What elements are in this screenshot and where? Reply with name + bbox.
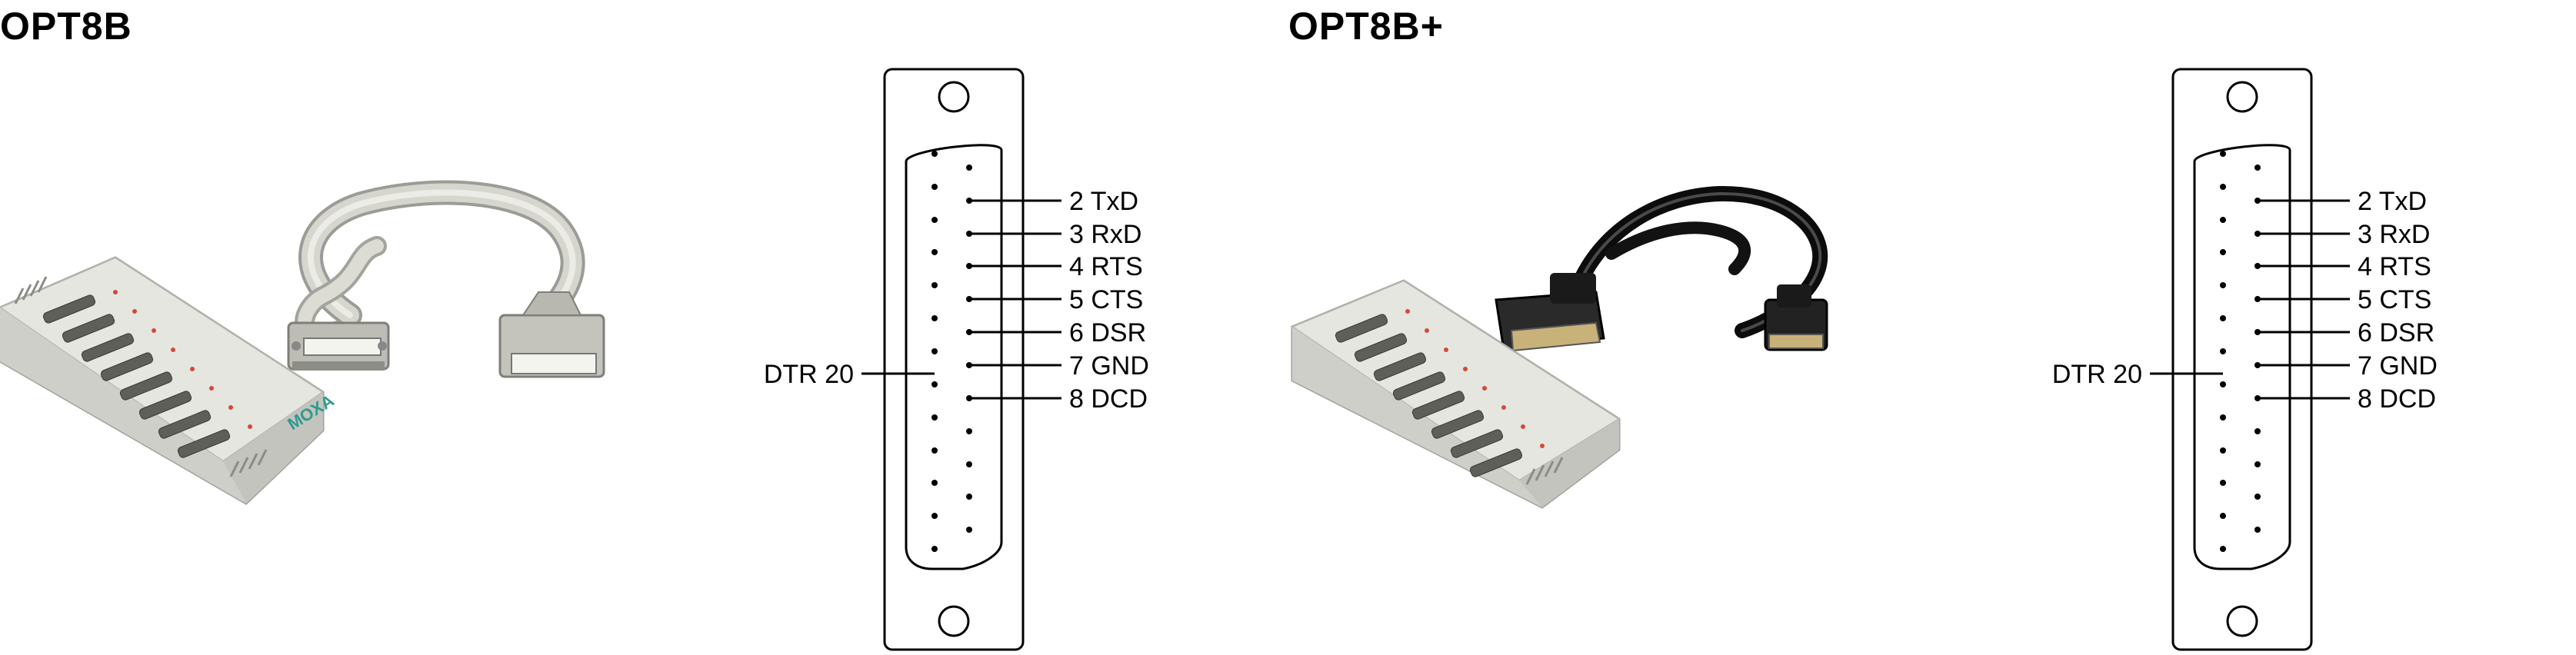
pin-label: 5 CTS	[2358, 285, 2431, 314]
panel-opt8b-plus: OPT8B+	[1288, 0, 2576, 655]
pin-label: 3 RxD	[1069, 220, 1141, 249]
product-title: OPT8B+	[1288, 5, 1444, 48]
db25-connector-left	[1495, 273, 1605, 352]
pin-column-a	[931, 151, 938, 552]
pin-label: 2 TxD	[1069, 187, 1138, 216]
opt8b-product-photo: MOXA	[0, 180, 605, 505]
pin-label: 8 DCD	[1069, 384, 1148, 414]
pin-column-a	[2220, 151, 2226, 552]
port-box	[1290, 279, 1621, 509]
connector-shell	[883, 68, 1025, 651]
pin-labels: 2 TxD 3 RxD 4 RTS 5 CTS 6 DSR 7 GND 8 DC…	[764, 187, 1149, 414]
dtr-label: DTR 20	[2052, 360, 2142, 389]
pin-label: 2 TxD	[2358, 187, 2427, 216]
db25-pinout-diagram: 2 TxD 3 RxD 4 RTS 5 CTS 6 DSR 7 GND 8 DC…	[2052, 68, 2438, 651]
db25-connector-left	[287, 321, 390, 371]
pin-label: 6 DSR	[1069, 318, 1146, 347]
pin-label: 5 CTS	[1069, 285, 1143, 314]
opt8b-plus-product-photo	[1290, 185, 1828, 509]
panel-opt8b: OPT8B	[0, 5, 1149, 651]
connector-shell	[2171, 68, 2313, 651]
pin-column-b	[966, 165, 972, 533]
pin-label: 3 RxD	[2358, 220, 2430, 249]
db25-connector-right	[1764, 284, 1828, 351]
pin-label: 4 RTS	[1069, 252, 1143, 281]
dtr-label: DTR 20	[764, 360, 854, 389]
pin-label: 4 RTS	[2358, 252, 2431, 281]
pin-label: 7 GND	[1069, 351, 1149, 381]
pin-label: 7 GND	[2358, 351, 2438, 381]
db25-pinout-diagram: 2 TxD 3 RxD 4 RTS 5 CTS 6 DSR 7 GND 8 DC…	[764, 68, 1149, 651]
port-box: MOXA	[0, 256, 338, 505]
pin-leader-lines	[2150, 199, 2350, 400]
product-title: OPT8B	[0, 5, 132, 48]
pin-label: 8 DCD	[2358, 384, 2436, 414]
pin-leader-lines	[861, 199, 1061, 400]
pin-label: 6 DSR	[2358, 318, 2434, 347]
db25-connector-right	[498, 291, 605, 378]
pin-labels: 2 TxD 3 RxD 4 RTS 5 CTS 6 DSR 7 GND 8 DC…	[2052, 187, 2438, 414]
